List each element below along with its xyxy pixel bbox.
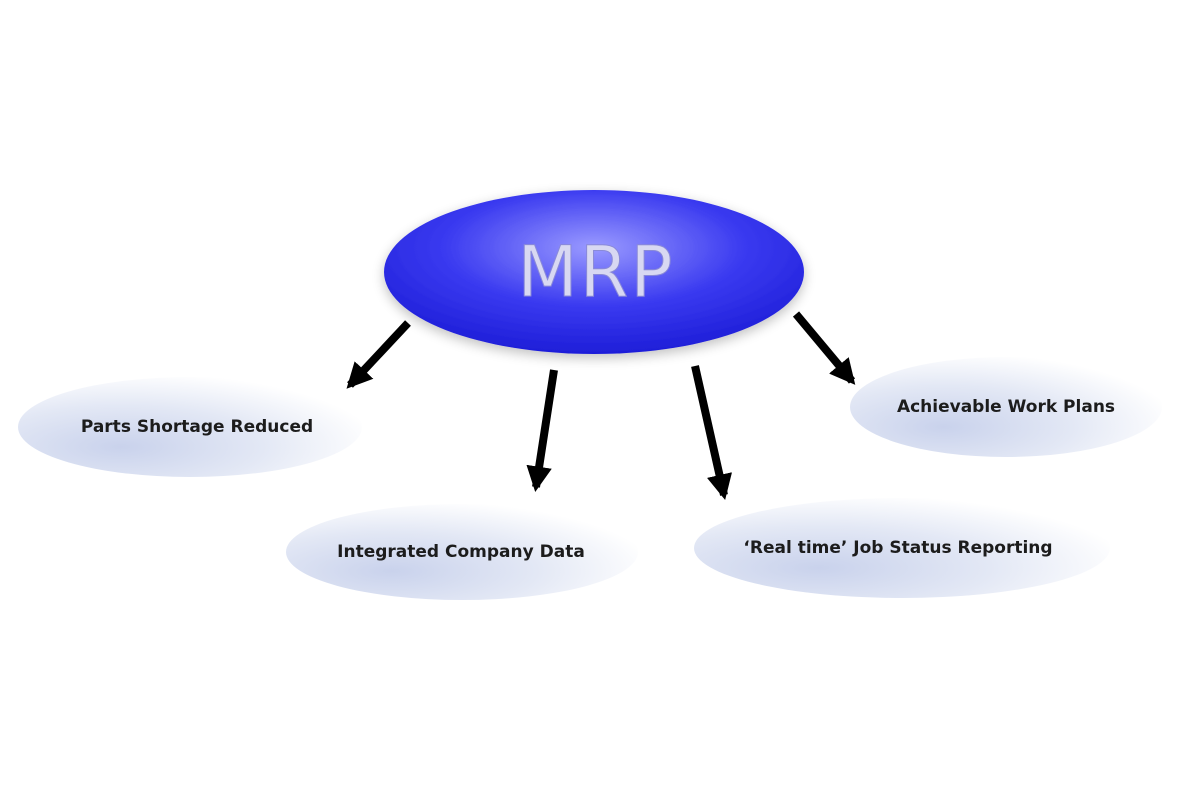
bubble-parts-shortage [18,377,362,477]
arrow-to-parts-shortage [346,320,411,389]
bubble-realtime-reporting [694,498,1110,598]
outcome-label-parts-shortage: Parts Shortage Reduced [81,417,313,437]
arrow-to-integrated-data [526,369,558,493]
outcome-label-achievable-plans: Achievable Work Plans [897,397,1115,417]
outcome-achievable-plans: Achievable Work Plans [850,357,1162,457]
bubble-achievable-plans [850,357,1162,457]
bubble-integrated-data [286,504,638,600]
outcome-label-integrated-data: Integrated Company Data [337,542,585,562]
outcome-integrated-data: Integrated Company Data [286,504,638,600]
center-node: MRP [384,190,804,354]
center-label: MRP [517,231,674,313]
outcome-parts-shortage: Parts Shortage Reduced [18,377,362,477]
outcome-label-realtime-reporting: ‘Real time’ Job Status Reporting [743,538,1052,558]
arrow-to-achievable-plans [792,311,856,385]
arrows [346,311,856,500]
center-ellipse [384,190,804,354]
outcome-realtime-reporting: ‘Real time’ Job Status Reporting [694,498,1110,598]
arrow-to-realtime-reporting [691,365,732,500]
